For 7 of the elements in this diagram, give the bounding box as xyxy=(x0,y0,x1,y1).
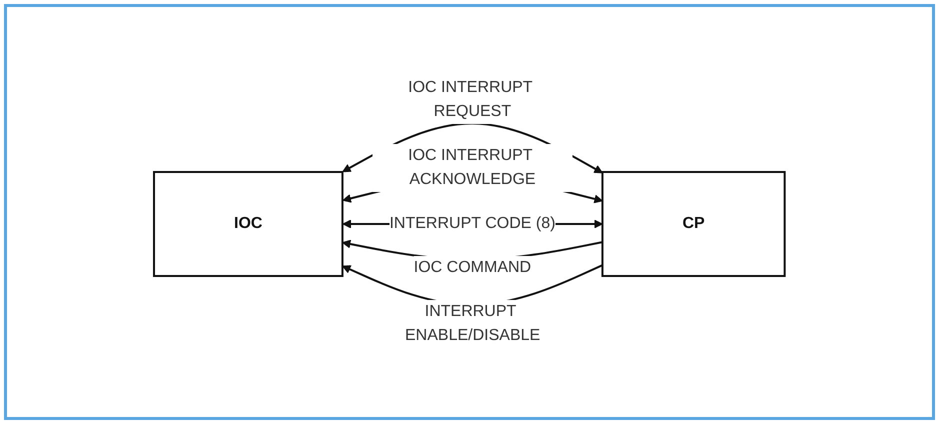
node-box: IOC xyxy=(153,171,344,278)
edge-label: IOC COMMAND xyxy=(414,259,532,276)
node-box: CP xyxy=(602,171,786,278)
edge-label: INTERRUPT ENABLE/DISABLE xyxy=(405,302,540,344)
edge-label: IOC INTERRUPT ACKNOWLEDGE xyxy=(408,147,536,188)
edge-label: IOC INTERRUPT REQUEST xyxy=(408,79,532,120)
edge-label: INTERRUPT CODE (8) xyxy=(390,215,556,232)
